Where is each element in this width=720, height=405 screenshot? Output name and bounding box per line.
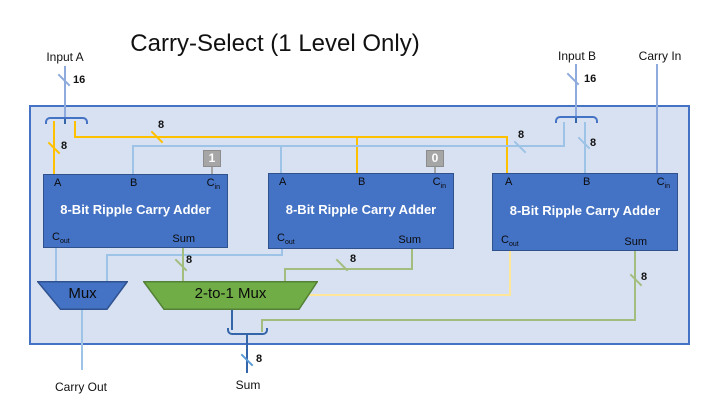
input-b-label: Input B xyxy=(557,49,597,63)
wire-adder2-cout-to-mux xyxy=(106,254,108,281)
bus-width-8-label: 8 xyxy=(350,253,357,265)
carry-in-label: Carry In xyxy=(638,49,682,63)
adder1-port-cout: Cout xyxy=(52,230,70,245)
wire-to-adder3-b xyxy=(584,122,586,173)
wire-b-low-horizontal xyxy=(132,145,565,147)
ripple-carry-adder-1: A B Cin Cout Sum 8-Bit Ripple Carry Adde… xyxy=(43,174,228,248)
sum-output-wire xyxy=(246,335,248,373)
adder2-port-cin: Cin xyxy=(432,176,446,191)
wire-adder2-sum-drop xyxy=(411,249,413,270)
carry-out-label: Carry Out xyxy=(54,380,107,394)
adder3-port-cout: Cout xyxy=(501,233,519,248)
bus-width-16-label: 16 xyxy=(584,73,597,85)
wire-adder2-cout-horizontal xyxy=(106,254,283,256)
wire-to-adder2-b xyxy=(356,136,358,173)
bus-width-8-label: 8 xyxy=(518,129,525,141)
adder3-port-cin: Cin xyxy=(656,176,670,191)
bus-width-8-label: 8 xyxy=(641,271,648,283)
wire-mux-out-to-merge xyxy=(231,310,233,330)
wire-to-adder1-b xyxy=(132,145,134,174)
sum-output-label: Sum xyxy=(235,378,261,392)
adder1-port-b: B xyxy=(130,177,138,189)
input-b-wire xyxy=(575,64,577,118)
bus-width-8-label: 8 xyxy=(590,137,597,149)
wire-to-adder3-a xyxy=(506,136,508,173)
bus-width-8-label: 8 xyxy=(186,254,193,266)
ripple-carry-adder-3: A B Cin Cout Sum 8-Bit Ripple Carry Adde… xyxy=(492,173,678,251)
sum-mux-label: 2-to-1 Mux xyxy=(194,285,267,302)
input-a-split-bracket xyxy=(45,117,88,124)
constant-zero-wire xyxy=(434,167,436,174)
adder2-port-cout: Cout xyxy=(277,231,295,246)
wire-adder3-cout-select xyxy=(309,294,511,296)
sum-merge-bracket xyxy=(227,328,268,335)
wire-adder3-sum-to-merge xyxy=(261,319,263,332)
adder1-title: 8-Bit Ripple Carry Adder xyxy=(60,202,211,217)
wire-adder2-sum-horizontal xyxy=(284,268,413,270)
sum-mux-shape xyxy=(143,281,318,310)
bus-width-8-label: 8 xyxy=(158,119,165,131)
constant-zero-box: 0 xyxy=(426,150,444,167)
input-b-stub xyxy=(575,117,577,123)
wire-b-low-drop xyxy=(563,122,565,147)
bus-width-8-label: 8 xyxy=(61,140,68,152)
wire-adder1-cout xyxy=(55,248,57,281)
input-a-label: Input A xyxy=(46,50,84,64)
wire-adder3-cout-drop xyxy=(509,251,511,296)
wire-adder2-cout-drop xyxy=(281,249,283,256)
wire-adder1-sum xyxy=(182,248,184,281)
bus-width-tick xyxy=(566,72,580,86)
constant-one-wire xyxy=(211,167,213,175)
wire-adder2-sum-to-mux xyxy=(284,268,286,281)
carry-in-wire xyxy=(656,64,658,173)
adder1-port-a: A xyxy=(54,177,62,189)
bus-width-8-label: 8 xyxy=(256,353,263,365)
constant-one-box: 1 xyxy=(203,150,221,167)
adder2-port-a: A xyxy=(279,176,287,188)
input-a-stub xyxy=(64,118,66,124)
wire-a-high-horizontal xyxy=(74,136,508,138)
wire-to-adder2-a xyxy=(280,145,282,173)
adder2-port-sum: Sum xyxy=(398,234,421,246)
wire-a-high-drop xyxy=(74,121,76,138)
adder1-port-cin: Cin xyxy=(206,177,220,192)
carry-mux-label: Mux xyxy=(68,285,97,302)
diagram-title: Carry-Select (1 Level Only) xyxy=(130,30,420,57)
adder3-port-a: A xyxy=(505,176,513,188)
bus-width-16-label: 16 xyxy=(73,74,86,86)
wire-adder3-sum-drop xyxy=(634,251,636,321)
ripple-carry-adder-2: A B Cin Cout Sum 8-Bit Ripple Carry Adde… xyxy=(268,173,454,249)
adder2-port-b: B xyxy=(358,176,366,188)
adder3-port-sum: Sum xyxy=(624,236,647,248)
adder3-title: 8-Bit Ripple Carry Adder xyxy=(509,203,661,218)
carry-mux-shape xyxy=(37,281,128,310)
adder3-port-b: B xyxy=(583,176,591,188)
wire-adder3-sum-horizontal xyxy=(261,319,636,321)
input-b-split-bracket xyxy=(555,116,598,123)
input-a-wire xyxy=(64,66,66,119)
adder1-port-sum: Sum xyxy=(172,233,195,245)
carry-out-wire xyxy=(81,310,83,370)
adder2-title: 8-Bit Ripple Carry Adder xyxy=(285,202,437,217)
